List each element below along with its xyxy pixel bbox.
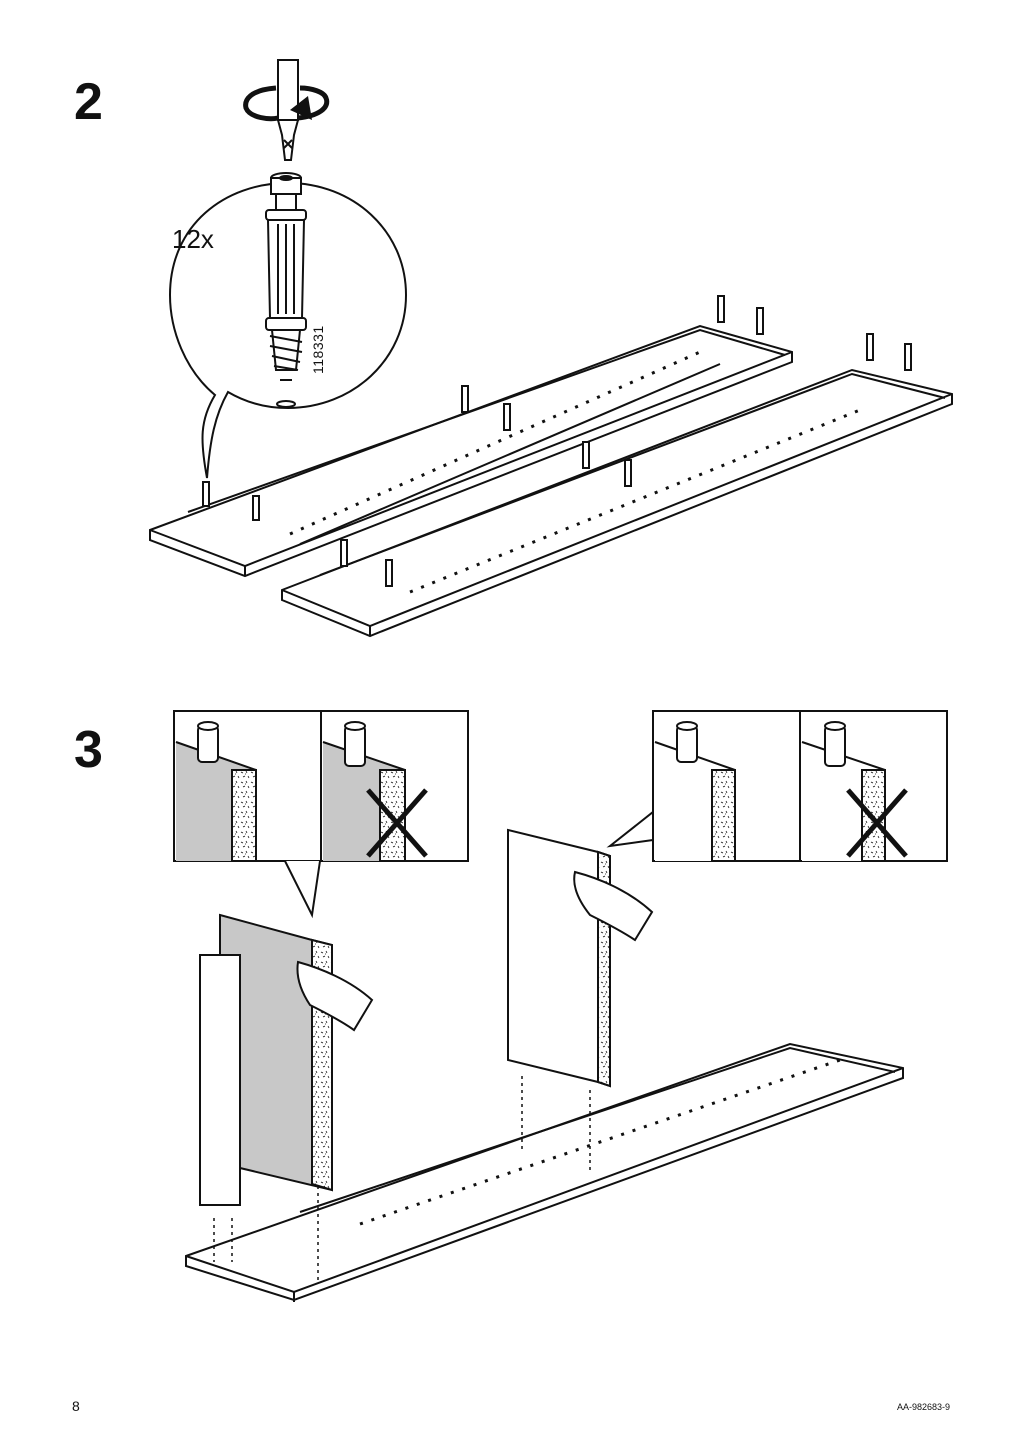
detail-panel-left [173,710,469,862]
document-code: AA-982683-9 [896,1402,950,1412]
step-number: 2 [74,73,103,131]
step-2-illustration [149,59,953,638]
board-upper [149,324,793,578]
wrong-cross-icon [366,788,428,858]
page-number: 8 [72,1398,80,1414]
cam-dowels [202,295,912,587]
detail-panel-right [652,710,948,862]
wrong-cross-icon [846,788,908,858]
base-board [185,1042,904,1302]
part-number: 118331 [310,325,326,374]
board-lower [281,368,953,638]
pointing-hand-icon [296,870,654,1032]
step-number: 3 [74,721,103,779]
step-3-illustration [173,710,948,1302]
narrow-panel [199,954,241,1206]
cam-dowel-icon [265,172,307,408]
alignment-guides [213,1076,591,1280]
rotate-clockwise-arrow-icon [243,85,330,122]
quantity-label: 12x [172,224,214,254]
side-panel-white [507,828,611,1088]
screwdriver-icon [276,59,300,161]
